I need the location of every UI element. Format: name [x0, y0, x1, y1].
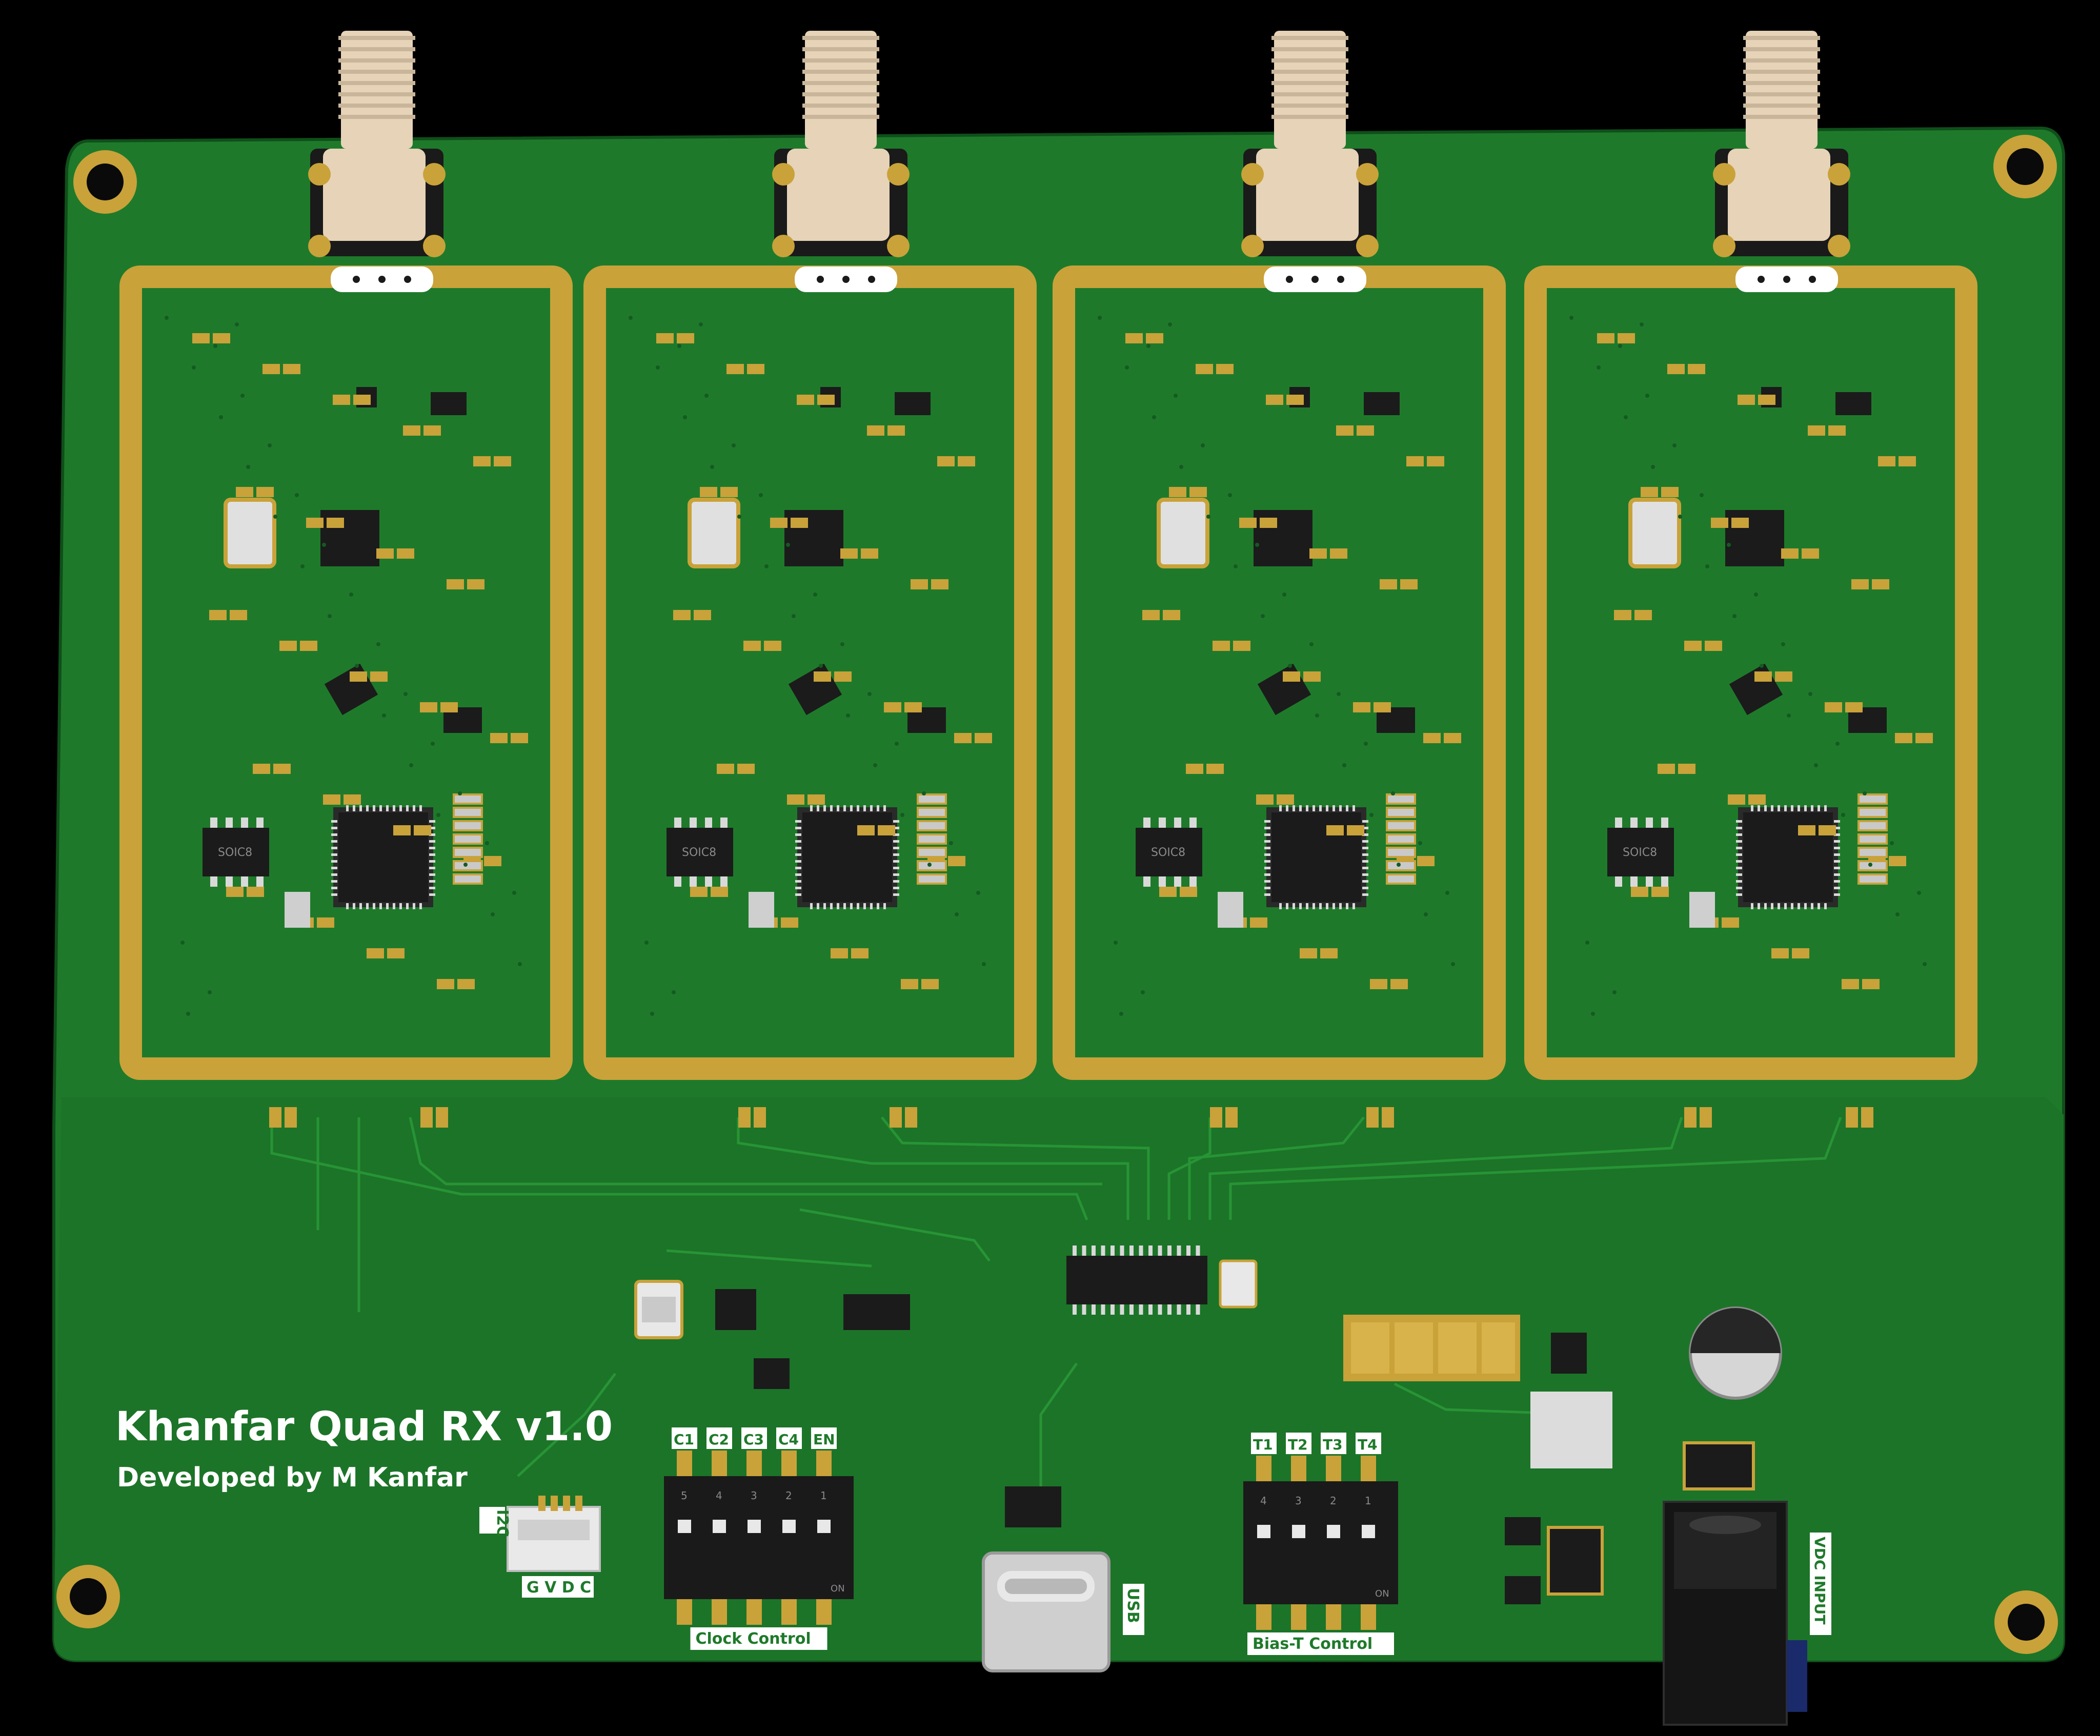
clock-generator-area	[634, 1280, 910, 1389]
lower-pads	[269, 1107, 1873, 1128]
clock-control-switch-number: 2	[785, 1489, 792, 1502]
bias-t-control-toggle[interactable]	[1257, 1525, 1270, 1538]
soic8-label: SOIC8	[682, 846, 716, 859]
clock-control-switch-label: C2	[709, 1431, 729, 1448]
channel-2: SOIC8	[583, 31, 1037, 1080]
bias-t-control-toggle[interactable]	[1327, 1525, 1340, 1538]
clock-control-toggle[interactable]	[713, 1520, 726, 1533]
i2c-connector: I2C G V D C	[479, 1496, 601, 1598]
channel-4: SOIC8	[1524, 31, 1977, 1080]
soic8-label: SOIC8	[1151, 846, 1185, 859]
usb-c-connector	[982, 1486, 1110, 1672]
channel-1: SOIC8	[119, 31, 573, 1080]
clock-control-switch-label: C3	[743, 1431, 764, 1448]
board-subtitle: Developed by M Kanfar	[117, 1462, 468, 1493]
clock-control-switch-label: C4	[778, 1431, 799, 1448]
clock-control-on-label: ON	[831, 1583, 845, 1594]
clock-control-label: Clock Control	[696, 1630, 811, 1648]
clock-control-toggle[interactable]	[782, 1520, 796, 1533]
clock-control-switch-number: 1	[820, 1489, 827, 1502]
bias-t-control-dip-switch[interactable]: T1 T2 T3 T4 4 3 2 1ON Bias-T Control	[1243, 1433, 1398, 1655]
bias-t-control-switch-number: 1	[1365, 1495, 1371, 1507]
clock-control-toggle[interactable]	[817, 1520, 831, 1533]
clock-control-dip-switch[interactable]: C1 C2 C3 C4 EN 5 4 3 2 1ON Clock Control	[664, 1427, 854, 1650]
clock-control-switch-number: 3	[751, 1489, 757, 1502]
power-section	[1343, 1306, 1782, 1604]
vdc-input-label: VDC INPUT	[1811, 1537, 1828, 1624]
usb-controller-ic	[1066, 1245, 1258, 1315]
signal-traces	[270, 1116, 1842, 1486]
clock-control-switch-number: 5	[681, 1489, 688, 1502]
clock-control-switch-label: EN	[813, 1431, 835, 1448]
clock-control-switch-label: C1	[674, 1431, 694, 1448]
i2c-pins-label: G V D C	[527, 1579, 591, 1597]
bias-t-control-switch-number: 4	[1260, 1495, 1267, 1507]
i2c-label: I2C	[493, 1509, 511, 1537]
clock-control-toggle[interactable]	[678, 1520, 691, 1533]
bias-t-control-switch-number: 3	[1295, 1495, 1302, 1507]
soic8-ic	[1607, 828, 1674, 876]
soic8-label: SOIC8	[218, 846, 252, 859]
soic8-label: SOIC8	[1623, 846, 1657, 859]
bias-t-control-switch-label: T3	[1323, 1436, 1343, 1453]
bias-t-control-on-label: ON	[1375, 1588, 1389, 1599]
bias-t-control-switch-number: 2	[1330, 1495, 1337, 1507]
board-title: Khanfar Quad RX v1.0	[115, 1404, 613, 1450]
bias-t-control-switch-label: T4	[1358, 1436, 1378, 1453]
dc-jack	[1663, 1501, 1807, 1726]
bias-t-control-toggle[interactable]	[1292, 1525, 1305, 1538]
bias-t-control-toggle[interactable]	[1362, 1525, 1375, 1538]
soic8-ic	[1136, 828, 1202, 876]
usb-label: USB	[1124, 1588, 1142, 1623]
clock-control-toggle[interactable]	[748, 1520, 761, 1533]
channel-3: SOIC8	[1053, 31, 1506, 1080]
vdc-label-box: VDC INPUT	[1810, 1533, 1831, 1635]
bias-t-control-switch-label: T1	[1253, 1436, 1273, 1453]
bias-t-control-label: Bias-T Control	[1253, 1635, 1372, 1653]
clock-control-switch-number: 4	[716, 1489, 722, 1502]
usb-label-box: USB	[1123, 1584, 1144, 1635]
soic8-ic	[667, 828, 733, 876]
soic8-ic	[203, 828, 269, 876]
receiver-channels: SOIC8 SOIC8 SOIC8 SOIC8	[119, 31, 1977, 1080]
mounting-holes	[56, 135, 2058, 1654]
bias-t-control-switch-label: T2	[1288, 1436, 1308, 1453]
